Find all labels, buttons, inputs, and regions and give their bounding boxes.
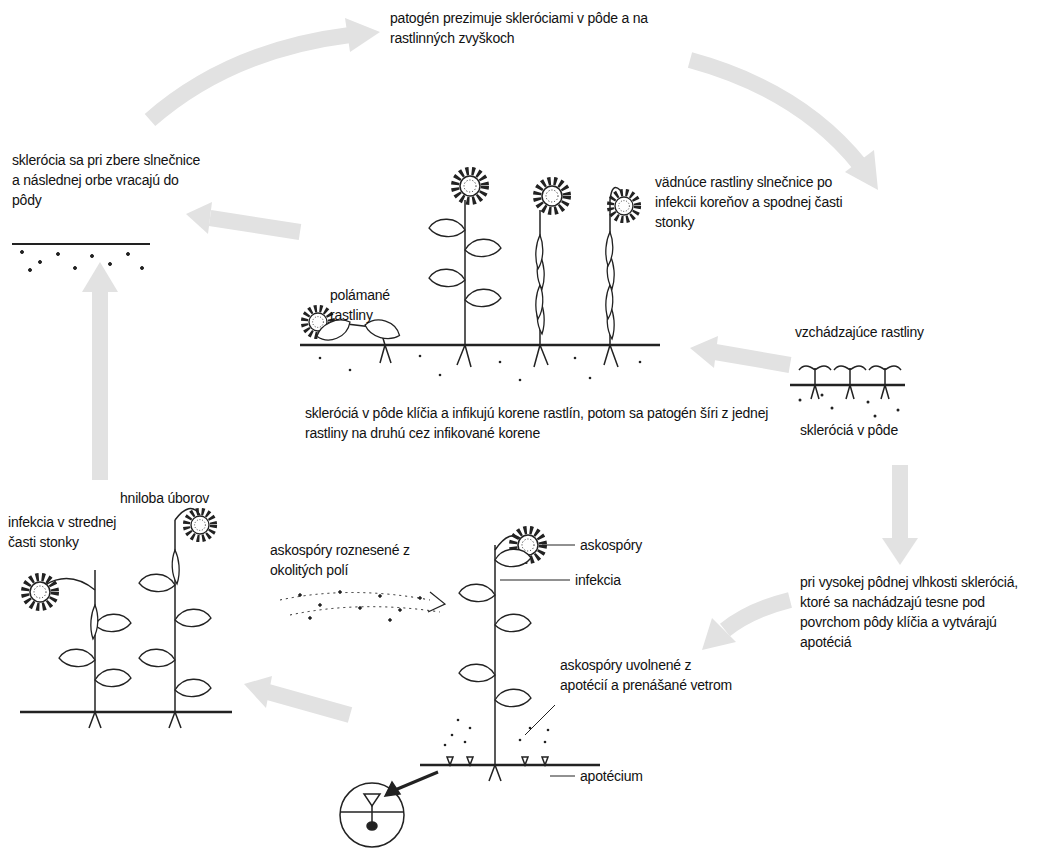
cycle-arrows	[100, 35, 900, 715]
arrowhead	[882, 538, 918, 565]
stage-label: infekcia v strednej časti stonky	[8, 512, 118, 552]
ascospore-cloud	[280, 591, 445, 622]
stage-label: infekcia	[575, 570, 665, 590]
cycle-arrow	[268, 692, 350, 715]
arrowhead	[82, 262, 118, 292]
cycle-arrow	[690, 60, 860, 165]
stage-label: askospóry roznesené z okolitých polí	[270, 540, 450, 580]
apothecium-detail	[340, 772, 438, 847]
infected-plant	[420, 530, 600, 781]
stage-label: vzchádzajúce rastliny	[795, 322, 1015, 342]
arrowhead	[690, 336, 718, 368]
cycle-arrow	[210, 218, 300, 232]
stage-label: skleróciá v pôde klíčia a infikujú koren…	[305, 403, 775, 443]
stage-label: patogén prezimuje skleróciami v pôde a n…	[390, 8, 690, 48]
stage-label: pri vysokej pôdnej vlhkosti skleróciá, k…	[800, 572, 1048, 652]
arrowhead	[244, 676, 272, 708]
cycle-arrowheads	[82, 18, 918, 708]
stage-label: sklerócia sa pri zbere slnečnice a násle…	[12, 150, 202, 210]
cycle-arrow	[892, 465, 908, 540]
stage-label: hniloba úborov	[120, 488, 270, 508]
soil-sclerotia	[799, 394, 900, 418]
cycle-arrow	[92, 290, 108, 480]
arrowhead	[702, 618, 736, 650]
arrowhead	[845, 150, 878, 190]
released-ascospores	[444, 719, 550, 747]
stage-label: askospóry	[580, 535, 690, 555]
cycle-arrow	[725, 600, 790, 630]
arrowhead	[186, 202, 212, 234]
cycle-arrow	[715, 352, 790, 365]
stage-label: apotécium	[580, 766, 700, 786]
seedlings	[790, 366, 905, 399]
soil-sclerotia	[12, 244, 150, 272]
stage-label: skleróciá v pôde	[800, 420, 970, 440]
stage-label: vädnúce rastliny slnečnice po infekcii k…	[655, 172, 845, 232]
soil-dots	[319, 355, 642, 382]
arrowhead	[345, 18, 380, 52]
stage-label: polámané rastliny	[330, 285, 420, 325]
cycle-arrow	[150, 35, 350, 120]
wilting-plants	[300, 171, 660, 367]
stage-label: askospóry uvolnené z apotécií a prenášan…	[560, 655, 735, 695]
